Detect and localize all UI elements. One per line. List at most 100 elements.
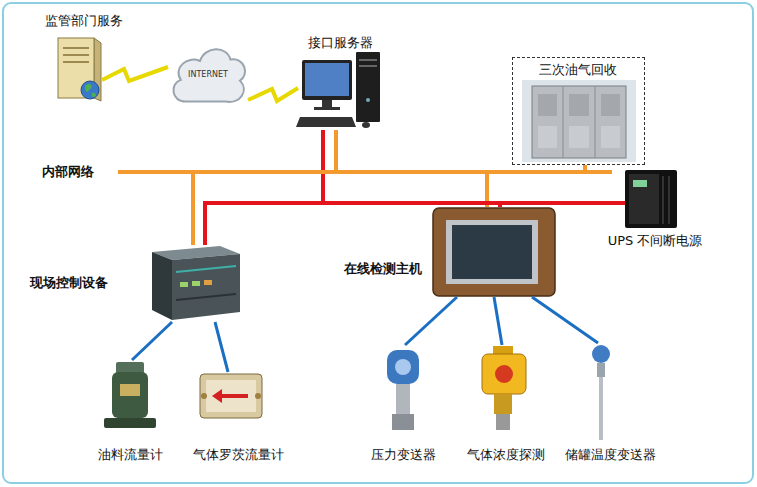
- node-label: INTERNET: [188, 70, 228, 80]
- cloud-shape: [173, 49, 245, 102]
- server-icon-part: [92, 93, 96, 97]
- monitor-host-icon-part: [433, 208, 555, 296]
- power-line: [205, 203, 625, 245]
- computer-icon: [296, 52, 380, 128]
- pressure-transmitter-icon-part: [387, 350, 419, 384]
- recovery-cabinet-photo: [522, 80, 636, 162]
- plc-icon-part: [176, 266, 236, 272]
- server-icon-part: [85, 84, 92, 92]
- server-icon-part: [81, 81, 99, 99]
- sensor-node: 储罐温度变送器: [590, 343, 612, 442]
- ups-icon-part: [629, 174, 659, 224]
- recovery-cabinet-photo-part: [601, 94, 620, 116]
- plc-node: 现场控制设备: [150, 245, 242, 322]
- signal-line: [132, 322, 172, 360]
- signal-line: [532, 297, 598, 343]
- node-label: 内部网络: [42, 164, 94, 180]
- node-label: 监管部门服务: [45, 13, 123, 29]
- roots-flowmeter-icon-part: [200, 374, 262, 418]
- wireless-link: [248, 88, 298, 101]
- gas-detector-icon-part: [496, 414, 510, 430]
- oil-flowmeter-icon-part: [120, 384, 140, 396]
- server-icon-part: [63, 61, 89, 63]
- network-line: [191, 174, 195, 245]
- computer-icon-part: [362, 122, 370, 128]
- temperature-transmitter-icon-part: [599, 377, 603, 440]
- roots-flowmeter-icon-part: [206, 380, 256, 412]
- node-label: UPS 不间断电源: [608, 233, 703, 249]
- recovery-cabinet-photo-part: [569, 126, 589, 148]
- pressure-transmitter-icon-part: [395, 359, 411, 375]
- recovery-cabinet-photo-part: [601, 126, 620, 148]
- server-icon-part: [63, 47, 89, 49]
- node-label: 气体浓度探测: [467, 447, 545, 463]
- computer-icon-part: [322, 100, 332, 108]
- sensor-node: 气体浓度探测: [480, 345, 528, 431]
- recovery-cabinet-photo-part: [595, 86, 596, 158]
- computer-icon-part: [359, 59, 377, 61]
- roots-flowmeter-icon-part: [212, 389, 248, 403]
- monitor-host-icon: [433, 208, 555, 296]
- recovery-cabinet-photo-part: [563, 86, 564, 158]
- roots-flowmeter-icon: [200, 374, 262, 418]
- server-icon-part: [63, 54, 89, 56]
- node-label: 在线检测主机: [344, 261, 422, 277]
- computer-icon-part: [359, 65, 377, 67]
- ups-icon-part: [662, 176, 664, 224]
- computer-icon-part: [366, 98, 370, 102]
- plc-icon-part: [192, 281, 200, 286]
- ups-icon-part: [668, 176, 670, 224]
- outer-frame: [3, 3, 753, 483]
- plc-icon-part: [152, 252, 172, 320]
- plc-icon-part: [172, 254, 240, 320]
- gas-detector-icon-part: [493, 346, 513, 354]
- pressure-transmitter-icon-part: [396, 384, 410, 414]
- signal-line: [494, 297, 502, 345]
- sensor-node: 气体罗茨流量计: [198, 372, 264, 420]
- monitor-host-icon-part: [446, 220, 538, 284]
- plc-icon-part: [176, 294, 236, 300]
- ups-icon: [625, 170, 677, 228]
- gas-detector-icon-part: [482, 354, 526, 394]
- oil-flowmeter-icon-part: [104, 418, 156, 428]
- node-label: 三次油气回收: [539, 62, 617, 78]
- wireless-link: [102, 67, 168, 81]
- temperature-transmitter-icon-part: [592, 345, 610, 363]
- recovery-cabinet-photo-part: [538, 126, 557, 148]
- node-label: 现场控制设备: [30, 275, 108, 291]
- server-node: 监管部门服务: [52, 36, 102, 102]
- node-label: 储罐温度变送器: [565, 447, 656, 463]
- recovery-cabinet-photo-part: [538, 94, 557, 116]
- ups-icon-part: [633, 180, 647, 187]
- computer-icon-part: [314, 107, 340, 110]
- signal-line: [405, 297, 457, 345]
- ups-icon-part: [625, 170, 677, 228]
- recovery-unit-box: 三次油气回收: [512, 57, 645, 165]
- power-line: [500, 203, 625, 207]
- node-label: 油料流量计: [98, 447, 163, 463]
- sensor-node: 压力变送器: [383, 345, 423, 432]
- network-bus: 内部网络: [118, 170, 612, 174]
- roots-flowmeter-icon-part: [255, 393, 261, 399]
- plc-icon: [152, 246, 240, 320]
- pressure-transmitter-icon-part: [392, 414, 414, 430]
- temperature-transmitter-icon-part: [597, 363, 605, 377]
- oil-flowmeter-icon-part: [112, 372, 148, 418]
- sensor-node: 油料流量计: [103, 360, 157, 430]
- gas-detector-icon-part: [494, 394, 512, 414]
- server-icon-part: [58, 38, 94, 98]
- monitor-host-node: 在线检测主机: [432, 207, 556, 297]
- gas-detector-icon: [482, 346, 526, 430]
- computer-icon-part: [296, 117, 356, 127]
- network-line: [334, 130, 338, 170]
- node-label: 气体罗茨流量计: [193, 447, 284, 463]
- pressure-transmitter-icon: [387, 350, 419, 430]
- monitor-host-icon-part: [452, 225, 532, 279]
- computer-icon-part: [302, 60, 352, 100]
- plc-icon-part: [204, 280, 212, 285]
- node-label: 压力变送器: [371, 447, 436, 463]
- computer-icon-part: [356, 52, 380, 122]
- gas-detector-icon-part: [495, 365, 513, 383]
